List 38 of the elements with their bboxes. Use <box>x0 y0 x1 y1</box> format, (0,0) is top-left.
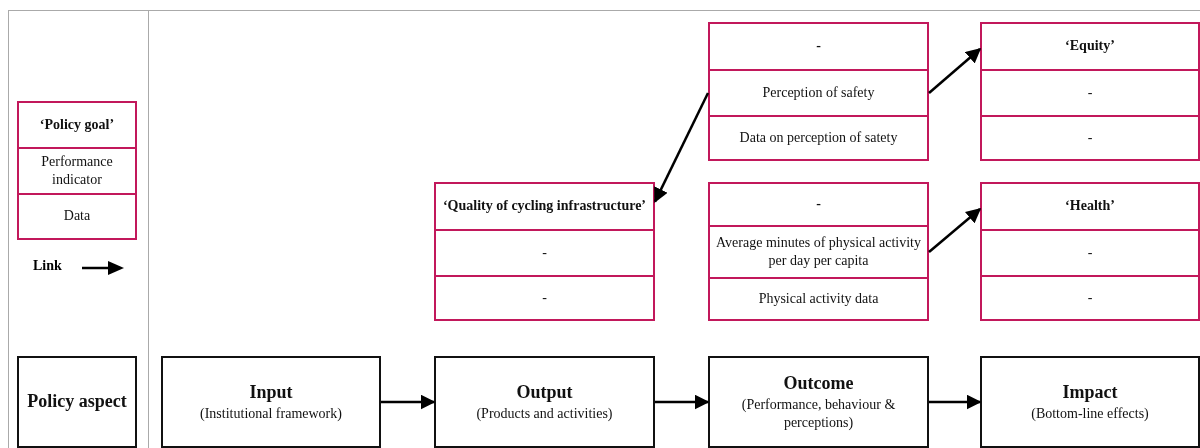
legend-label: Link <box>33 258 62 274</box>
stage-description: (Performance, behaviour & perceptions) <box>740 395 897 432</box>
arrow <box>653 92 710 203</box>
table-cell: Average minutes of physical activity per day per capita <box>708 225 929 279</box>
stage-description: (Products and activities) <box>476 404 613 423</box>
table-cell: - <box>980 115 1200 161</box>
arrow <box>381 394 436 410</box>
goal-cell: ‘Equity’ <box>980 22 1200 71</box>
arrow <box>929 394 982 410</box>
stage-title: Impact <box>1062 381 1118 405</box>
stage-description: (Institutional framework) <box>200 404 342 423</box>
stage-title: Outcome <box>783 372 854 396</box>
aspect-box: Policy aspect <box>17 356 137 448</box>
goal-cell: ‘Policy goal’ <box>17 101 137 149</box>
table-cell: - <box>434 275 655 321</box>
table-cell: Performance indicator <box>17 147 137 195</box>
goal-cell: ‘Health’ <box>980 182 1200 231</box>
table-cell: Perception of safety <box>708 69 929 117</box>
table-cell: - <box>980 275 1200 321</box>
stage-title: Input <box>249 381 293 405</box>
arrow <box>928 208 982 253</box>
arrow <box>928 47 982 94</box>
table-cell: Physical activity data <box>708 277 929 321</box>
goal-cell: - <box>708 22 929 71</box>
stage-box <box>161 356 381 448</box>
table-cell: Data <box>17 193 137 240</box>
stage-box <box>434 356 655 448</box>
arrow <box>655 394 710 410</box>
stage-title: Output <box>516 381 573 405</box>
table-cell: Data on perception of satety <box>708 115 929 161</box>
table-cell: - <box>980 69 1200 117</box>
goal-cell: - <box>708 182 929 227</box>
stage-description: (Bottom-line effects) <box>1031 404 1149 423</box>
goal-cell: ‘Quality of cycling infrastructure’ <box>434 182 655 231</box>
stage-box <box>980 356 1200 448</box>
stage-box <box>708 356 929 448</box>
table-cell: - <box>980 229 1200 277</box>
table-cell: - <box>434 229 655 277</box>
